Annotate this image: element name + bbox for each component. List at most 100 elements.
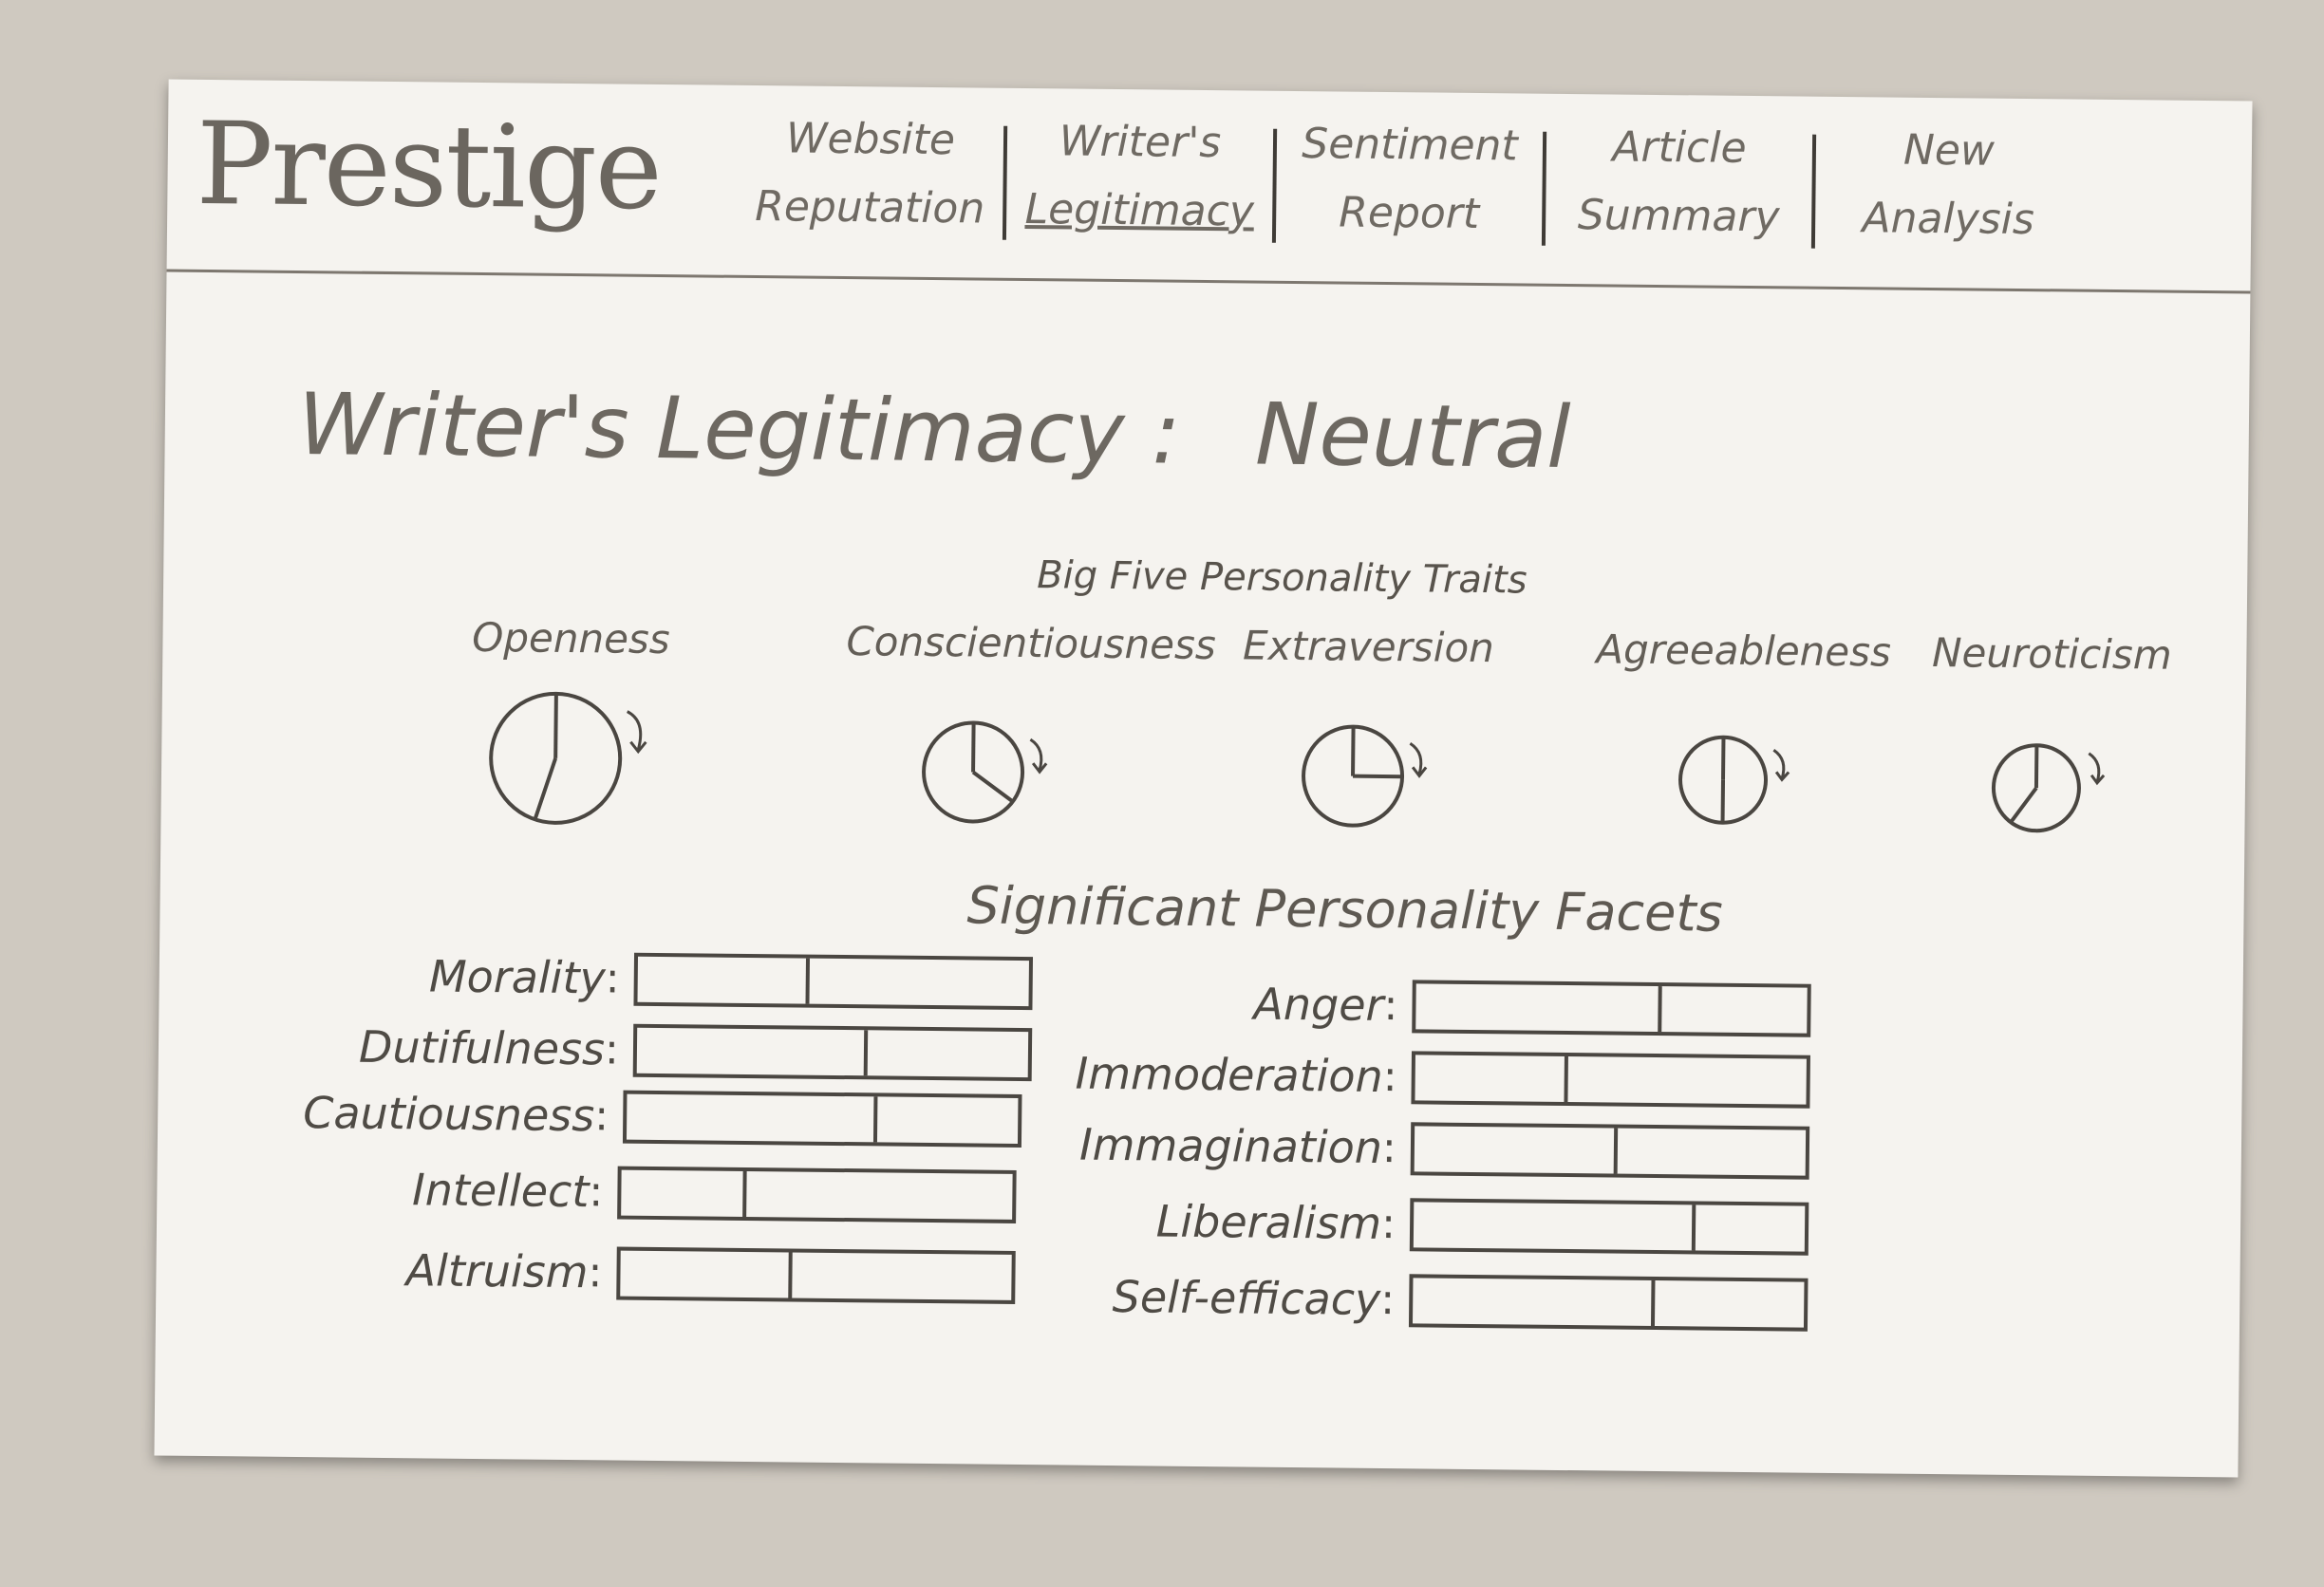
facet-label: Dutifulness bbox=[358, 1020, 606, 1075]
facet-bar bbox=[1409, 1198, 1809, 1256]
page-title: Writer's Legitimacy : Neutral bbox=[297, 375, 1571, 488]
expand-arrow-icon bbox=[1029, 737, 1043, 771]
facet-bar-split bbox=[741, 1170, 747, 1217]
facet-colon: : bbox=[1382, 1053, 1397, 1102]
facet-intellect[interactable]: Intellect : bbox=[412, 1164, 1017, 1223]
expand-arrow-icon bbox=[1772, 749, 1786, 779]
facet-label: Immagination bbox=[1078, 1118, 1383, 1173]
nav-label-line2: Report bbox=[1339, 188, 1480, 239]
facet-bar bbox=[1411, 1051, 1810, 1109]
pie-split-line bbox=[971, 770, 1015, 804]
facet-label: Immoderation bbox=[1075, 1047, 1384, 1102]
app-logo[interactable]: Prestige bbox=[195, 98, 662, 235]
facet-colon: : bbox=[1383, 981, 1398, 1031]
facet-immoderation[interactable]: Immoderation : bbox=[1075, 1048, 1810, 1109]
facet-bar-split bbox=[1658, 986, 1663, 1033]
facet-label: Intellect bbox=[411, 1164, 590, 1218]
nav-label-line1: Writer's bbox=[1059, 117, 1222, 168]
trait-label: Neuroticism bbox=[1931, 629, 2172, 679]
facet-altruism[interactable]: Altruism : bbox=[405, 1244, 1016, 1304]
pie-split-line bbox=[2009, 786, 2038, 824]
trait-conscientiousness[interactable]: Conscientiousness bbox=[844, 618, 1216, 840]
neuroticism-pie-chart bbox=[1991, 743, 2106, 833]
facet-colon: : bbox=[589, 1167, 604, 1217]
trait-extraversion[interactable]: Extraversion bbox=[1224, 622, 1510, 844]
pie-hand-top bbox=[1351, 726, 1356, 776]
facets-section-title: Significant Personality Facets bbox=[966, 875, 1724, 943]
traits-section-title: Big Five Personality Traits bbox=[1036, 553, 1527, 603]
facet-label: Morality bbox=[428, 950, 607, 1004]
expand-arrow-icon bbox=[2088, 752, 2101, 783]
nav-new-analysis[interactable]: New Analysis bbox=[1815, 116, 2082, 255]
facet-liberalism[interactable]: Liberalism : bbox=[1155, 1196, 1809, 1256]
nav-label-line1: Article bbox=[1612, 122, 1747, 173]
facet-bar bbox=[1410, 1122, 1810, 1180]
nav-article-summary[interactable]: Article Summary bbox=[1546, 113, 1812, 252]
facet-bar bbox=[1408, 1274, 1809, 1332]
facet-label: Self-efficacy bbox=[1112, 1271, 1381, 1325]
facet-label: Liberalism bbox=[1155, 1195, 1382, 1249]
openness-pie-chart bbox=[489, 691, 647, 825]
pie-hand-top bbox=[553, 693, 558, 758]
extraversion-pie-chart bbox=[1302, 724, 1428, 828]
trait-openness[interactable]: Openness bbox=[426, 613, 713, 835]
nav-label-line2: Legitimacy bbox=[1024, 185, 1255, 236]
conscientiousness-pie-chart bbox=[922, 720, 1048, 824]
nav-label-line2: Summary bbox=[1577, 191, 1780, 242]
trait-label: Openness bbox=[472, 613, 670, 663]
nav-website-reputation[interactable]: Website Reputation bbox=[737, 104, 1003, 244]
facet-bar-split bbox=[872, 1096, 878, 1143]
facet-colon: : bbox=[588, 1248, 603, 1298]
expand-arrow-icon bbox=[626, 710, 643, 751]
trait-label: Extraversion bbox=[1242, 622, 1495, 672]
pie-split-line bbox=[1353, 774, 1403, 779]
expand-arrow-icon bbox=[1409, 742, 1423, 775]
facet-bar-split bbox=[1563, 1055, 1568, 1103]
page-title-colon: : bbox=[1151, 383, 1182, 484]
facet-bar-split bbox=[863, 1030, 869, 1076]
facet-self-efficacy[interactable]: Self-efficacy : bbox=[1112, 1271, 1809, 1332]
facet-colon: : bbox=[604, 1025, 620, 1074]
facet-label: Cautiousness bbox=[303, 1087, 595, 1142]
page-title-label: Writer's Legitimacy bbox=[297, 374, 1126, 484]
arrow-head-icon bbox=[2090, 774, 2106, 786]
facet-cautiousness[interactable]: Cautiousness : bbox=[303, 1087, 1022, 1148]
facet-dutifulness[interactable]: Dutifulness : bbox=[359, 1021, 1033, 1082]
facet-label: Anger bbox=[1253, 978, 1384, 1032]
header: Prestige Website Reputation Writer's Leg… bbox=[166, 79, 2253, 294]
facet-morality[interactable]: Morality : bbox=[429, 950, 1034, 1011]
nav-writers-legitimacy[interactable]: Writer's Legitimacy bbox=[1006, 107, 1273, 247]
pie-hand-top bbox=[971, 722, 976, 773]
arrow-head-icon bbox=[629, 740, 647, 755]
facet-colon: : bbox=[1380, 1199, 1396, 1249]
facet-bar-split bbox=[805, 958, 811, 1004]
pie-split-line bbox=[533, 757, 558, 820]
top-nav: Website Reputation Writer's Legitimacy S… bbox=[737, 104, 2082, 255]
arrow-head-icon bbox=[1031, 762, 1048, 775]
traits-row: Openness Conscientiousness Extraversion bbox=[426, 594, 2233, 926]
nav-label-line1: Sentiment bbox=[1302, 120, 1518, 171]
trait-neuroticism[interactable]: Neuroticism bbox=[1907, 629, 2194, 851]
facet-bar-split bbox=[1613, 1128, 1619, 1174]
arrow-head-icon bbox=[1774, 771, 1790, 782]
nav-label-line2: Reputation bbox=[755, 182, 985, 233]
facet-anger[interactable]: Anger : bbox=[1253, 979, 1811, 1037]
legitimacy-value: Neutral bbox=[1254, 384, 1571, 489]
nav-label-line2: Analysis bbox=[1862, 194, 2035, 245]
agreeableness-pie-chart bbox=[1678, 735, 1790, 825]
facet-bar bbox=[622, 1090, 1022, 1148]
facet-bar bbox=[617, 1166, 1017, 1223]
facet-bar bbox=[1412, 980, 1811, 1037]
facet-bar-split bbox=[1651, 1279, 1656, 1327]
trait-agreeableness[interactable]: Agreeableness bbox=[1594, 625, 1892, 848]
facet-bar bbox=[633, 952, 1034, 1011]
facet-bar bbox=[616, 1246, 1016, 1304]
facet-bar-split bbox=[1691, 1204, 1696, 1251]
facet-colon: : bbox=[605, 954, 620, 1003]
facet-immagination[interactable]: Immagination : bbox=[1079, 1119, 1810, 1180]
trait-label: Agreeableness bbox=[1596, 625, 1892, 676]
nav-sentiment-report[interactable]: Sentiment Report bbox=[1276, 110, 1543, 250]
page-sheet: Prestige Website Reputation Writer's Leg… bbox=[154, 79, 2253, 1478]
facet-bar bbox=[632, 1023, 1033, 1082]
nav-label-line1: New bbox=[1902, 125, 1996, 176]
